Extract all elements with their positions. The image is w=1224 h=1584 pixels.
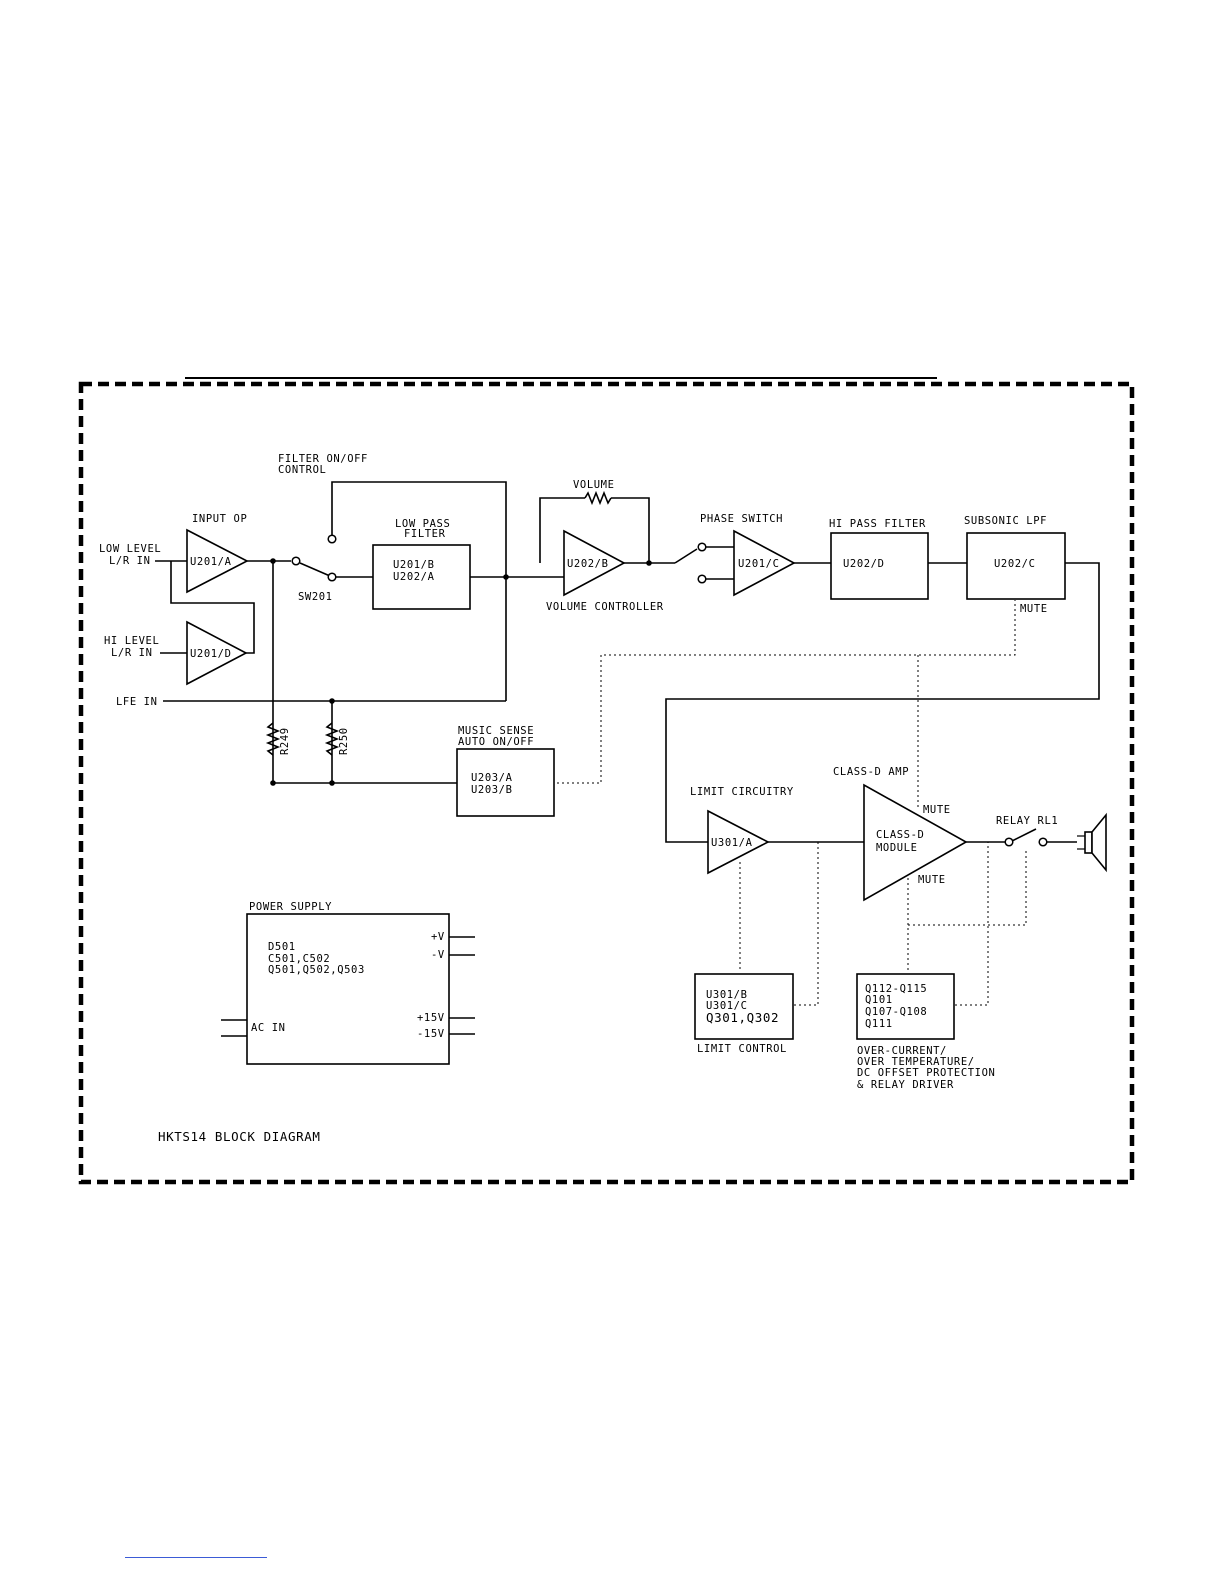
class-d-module-2: MODULE <box>876 842 918 854</box>
r250-label: R250 <box>338 727 350 755</box>
relay-label: RELAY RL1 <box>996 815 1058 827</box>
footer-link-underline <box>125 1557 267 1558</box>
diagram-title: HKTS14 BLOCK DIAGRAM <box>158 1129 321 1144</box>
music-sense-label-1: MUSIC SENSE <box>458 725 534 737</box>
amp-u201d <box>186 620 248 686</box>
limit-control-part-2: U301/C <box>706 1000 748 1012</box>
block-hi-pass-filter <box>830 532 929 600</box>
block-power-supply <box>246 913 450 1065</box>
hi-level-label-2: L/R IN <box>111 647 153 659</box>
input-op-label: INPUT OP <box>192 513 247 525</box>
lpf-part-1: U201/B <box>393 559 435 571</box>
lpf-label-1: LOW PASS <box>395 518 450 530</box>
power-supply-part-1: D501 <box>268 941 296 953</box>
amp-u201c <box>733 529 796 597</box>
block-limit-control <box>694 973 794 1040</box>
music-sense-part-1: U203/A <box>471 772 513 784</box>
u202b-label: U202/B <box>567 558 609 570</box>
lfe-in-label: LFE IN <box>116 696 158 708</box>
hpf-part: U202/D <box>843 558 885 570</box>
low-level-label-1: LOW LEVEL <box>99 543 161 555</box>
power-supply-label: POWER SUPPLY <box>249 901 332 913</box>
filter-control-label-1: FILTER ON/OFF <box>278 453 368 465</box>
block-subsonic-lpf <box>966 532 1066 600</box>
music-sense-part-2: U203/B <box>471 784 513 796</box>
hi-level-label-1: HI LEVEL <box>104 635 159 647</box>
protection-label-1: OVER-CURRENT/ <box>857 1045 947 1057</box>
u201d-label: U201/D <box>190 648 232 660</box>
block-music-sense <box>456 748 555 817</box>
lpf-label-2: FILTER <box>404 528 446 540</box>
volume-controller-label: VOLUME CONTROLLER <box>546 601 664 613</box>
block-low-pass-filter <box>372 544 471 610</box>
dashed-frame <box>78 381 1135 1185</box>
hpf-label: HI PASS FILTER <box>829 518 926 530</box>
subsonic-label: SUBSONIC LPF <box>964 515 1047 527</box>
protection-part-3: Q107-Q108 <box>865 1006 927 1018</box>
class-d-module-1: CLASS-D <box>876 829 924 841</box>
amp-u202b <box>563 529 626 597</box>
protection-label-3: DC OFFSET PROTECTION <box>857 1067 995 1079</box>
speaker-icon <box>1077 812 1107 873</box>
power-supply-part-2: C501,C502 <box>268 953 330 965</box>
block-protection <box>856 973 955 1040</box>
phase-switch-label: PHASE SWITCH <box>700 513 783 525</box>
limit-control-label: LIMIT CONTROL <box>697 1043 787 1055</box>
subsonic-part: U202/C <box>994 558 1036 570</box>
limit-control-part-1: U301/B <box>706 989 748 1001</box>
u301a-label: U301/A <box>711 837 753 849</box>
psu-out-minus-15v: -15V <box>417 1028 445 1040</box>
u201a-label: U201/A <box>190 556 232 568</box>
protection-label-2: OVER TEMPERATURE/ <box>857 1056 975 1068</box>
signal-wires <box>155 481 1100 1037</box>
limit-control-part-3: Q301,Q302 <box>706 1010 779 1025</box>
amp-u301a <box>707 809 770 875</box>
psu-out-plus-v: +V <box>431 931 445 943</box>
junctions <box>270 534 1048 847</box>
u201c-label: U201/C <box>738 558 780 570</box>
class-d-mute-top: MUTE <box>923 804 951 816</box>
protection-part-4: Q111 <box>865 1018 893 1030</box>
protection-part-1: Q112-Q115 <box>865 983 927 995</box>
r249-label: R249 <box>279 727 291 755</box>
sw201-label: SW201 <box>298 591 333 603</box>
volume-pot-label: VOLUME <box>573 479 615 491</box>
control-lines <box>557 600 1027 1006</box>
amp-u201a <box>186 528 249 594</box>
lpf-part-2: U202/A <box>393 571 435 583</box>
music-sense-label-2: AUTO ON/OFF <box>458 736 534 748</box>
protection-label-4: & RELAY DRIVER <box>857 1079 954 1091</box>
class-d-mute-bottom: MUTE <box>918 874 946 886</box>
class-d-amp-label: CLASS-D AMP <box>833 766 909 778</box>
psu-out-plus-15v: +15V <box>417 1012 445 1024</box>
power-supply-part-3: Q501,Q502,Q503 <box>268 964 365 976</box>
amp-class-d <box>863 783 968 902</box>
protection-part-2: Q101 <box>865 994 893 1006</box>
psu-out-minus-v: -V <box>431 949 445 961</box>
limit-circuitry-label: LIMIT CIRCUITRY <box>690 786 794 798</box>
low-level-label-2: L/R IN <box>109 555 151 567</box>
subsonic-mute: MUTE <box>1020 603 1048 615</box>
filter-control-label-2: CONTROL <box>278 464 326 476</box>
ac-in-label: AC IN <box>251 1022 286 1034</box>
